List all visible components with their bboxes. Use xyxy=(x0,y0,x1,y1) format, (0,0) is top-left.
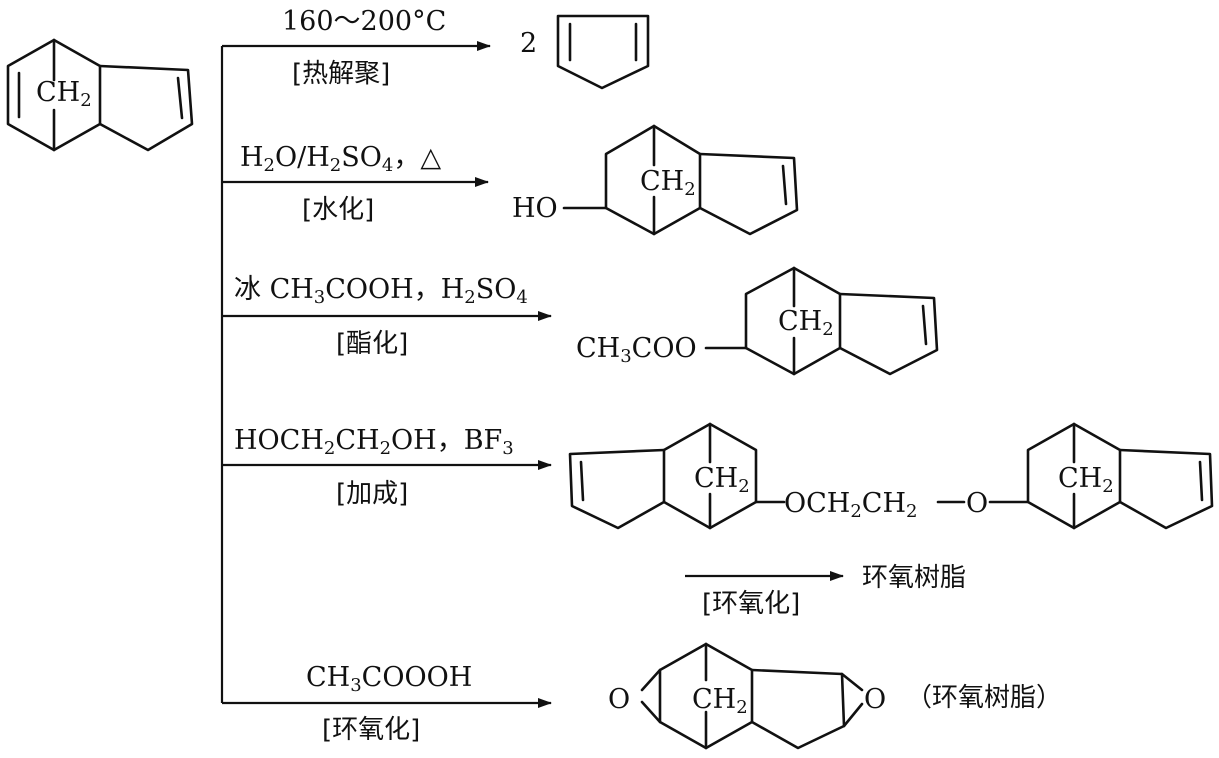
epoxide-oxygen-right: O xyxy=(864,684,886,715)
bis-ether-left-molecule xyxy=(568,422,786,530)
reaction-addition: HOCH2CH2OH，BF3 [加成] CH2 OCH2CH2 O CH2 环氧… xyxy=(234,422,1214,619)
reaction-pyrolysis: 160～200°C [热解聚] 2 xyxy=(282,6,650,90)
sm-five-ring xyxy=(98,64,194,152)
cyclopentadiene-molecule xyxy=(556,14,650,90)
epoxidation-conditions: CH3COOOH xyxy=(306,662,472,696)
hydration-substituent: HO xyxy=(512,193,558,224)
branch-lines xyxy=(220,41,844,708)
diepoxide-molecule xyxy=(640,642,864,750)
hydration-product-molecule xyxy=(562,124,799,236)
addition-bridge-label-right: CH2 xyxy=(1058,463,1114,497)
sm-five-double-bond xyxy=(176,76,184,120)
epoxidation-bridge-label: CH2 xyxy=(692,684,748,718)
followup-product: 环氧树脂 xyxy=(862,563,966,593)
addition-linker: OCH2CH2 xyxy=(784,488,917,522)
addition-bridge-label-left: CH2 xyxy=(694,463,750,497)
followup-type: [环氧化] xyxy=(702,589,800,619)
addition-oxygen: O xyxy=(966,488,988,519)
epoxidation-type: [环氧化] xyxy=(322,715,420,745)
ester-product-molecule xyxy=(704,266,939,376)
starting-material-molecule: CH2 xyxy=(6,38,194,152)
esterification-conditions: 冰 CH3COOH，H2SO4 xyxy=(234,274,528,308)
addition-conditions: HOCH2CH2OH，BF3 xyxy=(234,425,514,459)
reaction-esterification: 冰 CH3COOH，H2SO4 [酯化] CH3COO CH2 xyxy=(234,266,939,376)
bis-ether-right-molecule xyxy=(1026,422,1214,530)
addition-type: [加成] xyxy=(336,479,408,509)
epoxide-oxygen-left: O xyxy=(608,684,630,715)
hydration-conditions: H2O/H2SO4，△ xyxy=(240,142,441,176)
hydration-type: [水化] xyxy=(302,195,374,225)
sm-bridge-label: CH2 xyxy=(36,77,92,111)
pyrolysis-type: [热解聚] xyxy=(292,59,390,89)
ester-bridge-label: CH2 xyxy=(778,306,834,340)
ester-substituent: CH3COO xyxy=(576,333,697,367)
esterification-type: [酯化] xyxy=(336,329,408,359)
reaction-epoxidation: CH3COOOH [环氧化] O O CH2 （环氧树脂） xyxy=(306,642,1062,750)
hydration-bridge-label: CH2 xyxy=(640,166,696,200)
pyrolysis-coefficient: 2 xyxy=(520,28,537,59)
reaction-hydration: H2O/H2SO4，△ [水化] HO CH2 xyxy=(240,124,799,236)
pyrolysis-conditions: 160～200°C xyxy=(282,6,446,37)
epoxidation-note: （环氧树脂） xyxy=(906,683,1062,713)
